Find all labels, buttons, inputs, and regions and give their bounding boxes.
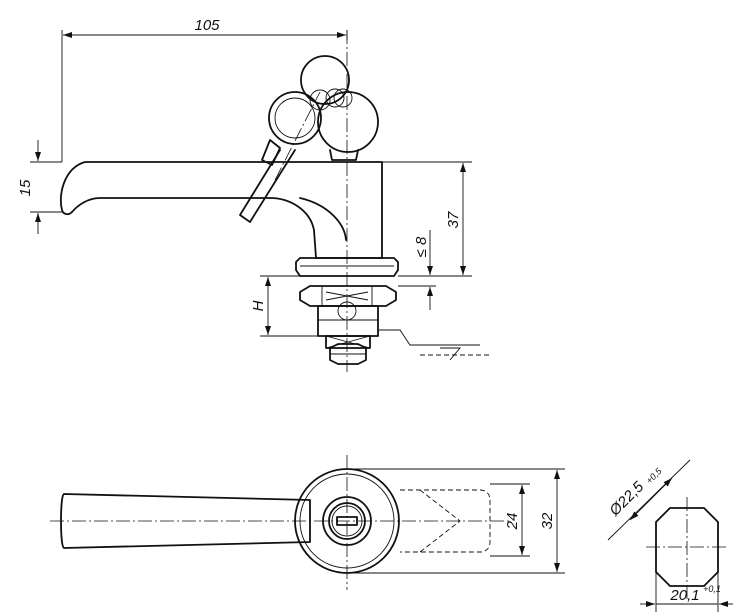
side-view: 105 15 37 ≤ 8 H bbox=[17, 17, 490, 372]
handle-top bbox=[60, 493, 311, 549]
top-view: 24 32 bbox=[50, 455, 565, 590]
dim-diameter-label: Ø22,5 bbox=[606, 478, 648, 520]
dim-24-label: 24 bbox=[504, 513, 521, 531]
dim-h-label: H bbox=[250, 300, 267, 311]
dim-15-label: 15 bbox=[17, 179, 34, 196]
rosette bbox=[295, 257, 399, 277]
dim-105-label: 105 bbox=[194, 17, 220, 34]
dim-clamp-label: ≤ 8 bbox=[413, 236, 430, 257]
dim-32-label: 32 bbox=[539, 512, 556, 529]
handle-lever bbox=[59, 161, 383, 259]
panel-cutout: Ø22,5 +0,5 20,1 +0,1 bbox=[606, 459, 733, 612]
keys-illustration bbox=[239, 55, 379, 223]
dim-cutout-width-label: 20,1 bbox=[669, 587, 699, 604]
mounting-nut bbox=[299, 285, 397, 307]
dim-diameter-tol: +0,5 bbox=[644, 465, 664, 485]
dim-cutout-width-tol: +0,1 bbox=[703, 584, 721, 594]
dim-37-label: 37 bbox=[445, 211, 462, 228]
cutout-shape bbox=[655, 507, 719, 587]
